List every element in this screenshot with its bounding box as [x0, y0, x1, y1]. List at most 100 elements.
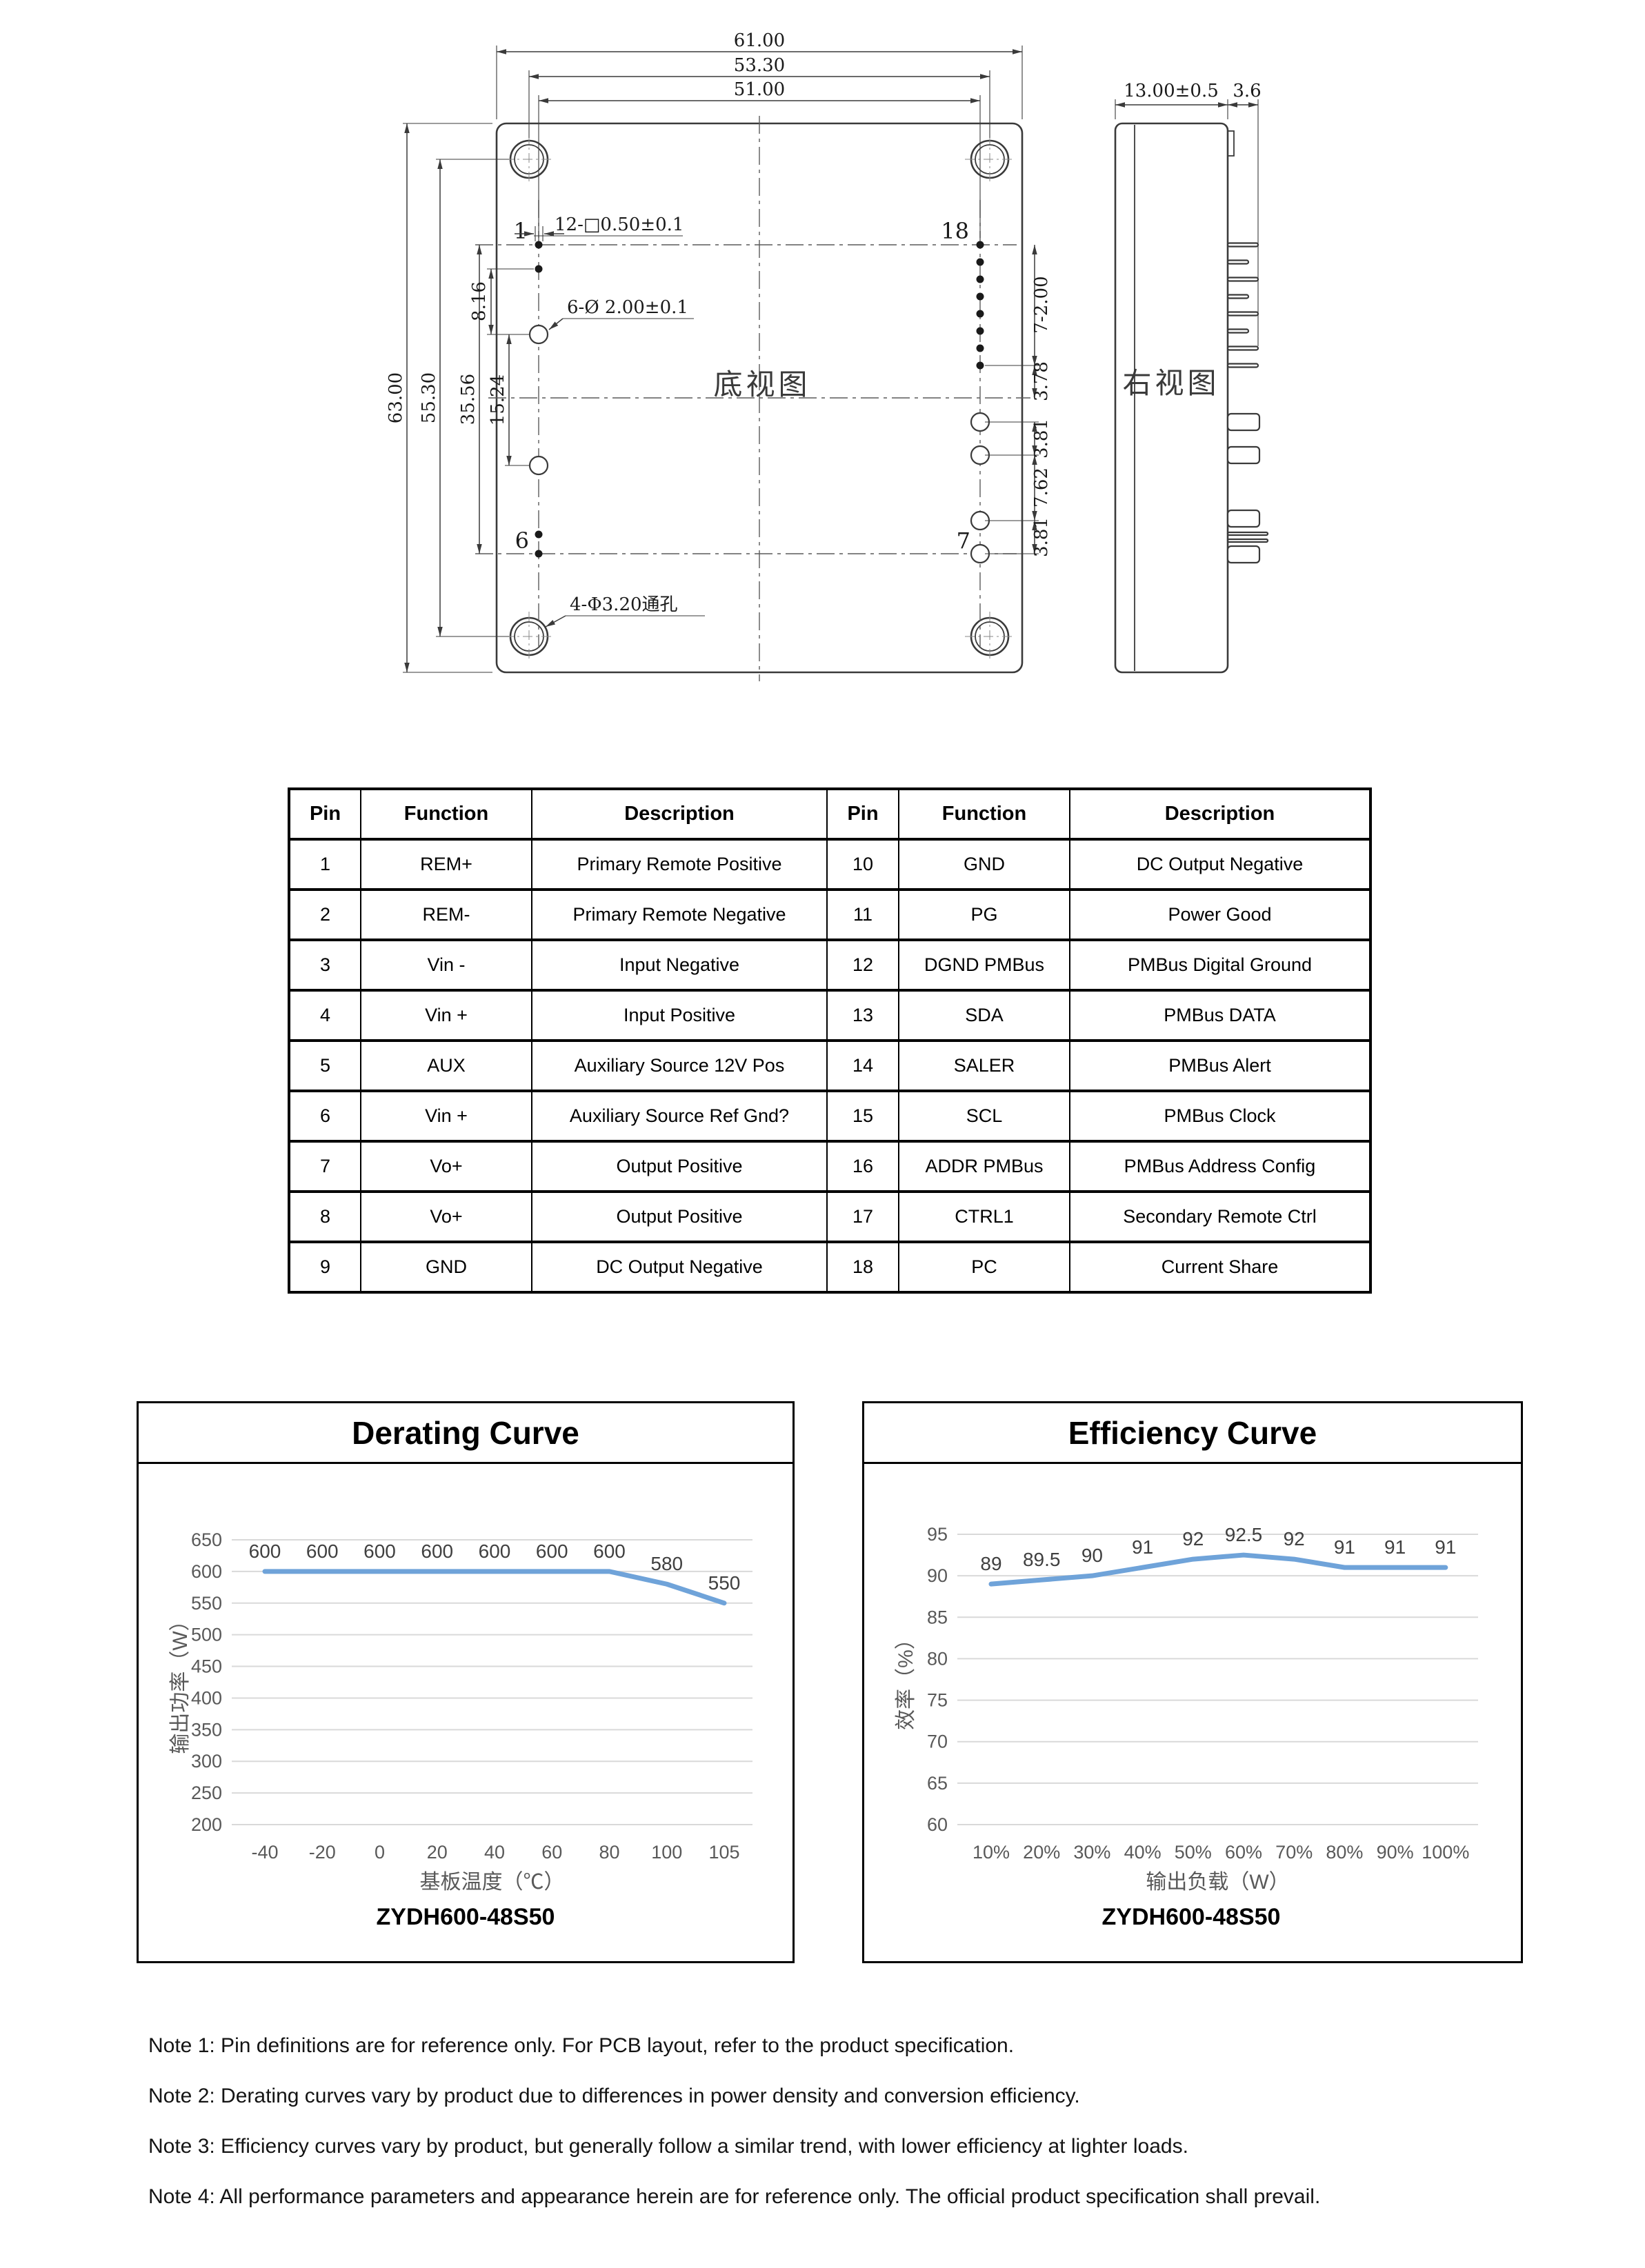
chart-caption: ZYDH600-48S50 — [377, 1904, 555, 1930]
y-tick-label: 95 — [927, 1524, 948, 1545]
x-tick-label: 0 — [375, 1842, 385, 1863]
note-1: Note 1: Pin definitions are for referenc… — [148, 2034, 1015, 2057]
column-header: Pin — [288, 787, 361, 841]
table-cell: SDA — [898, 989, 1070, 1042]
side-dimensions: 13.00±0.5 3.6 — [1115, 81, 1262, 346]
table-cell: Vo+ — [360, 1140, 532, 1193]
table-cell: SALER — [898, 1039, 1070, 1092]
data-label: 91 — [1334, 1536, 1355, 1558]
dim-3-81b: 3.81 — [1031, 517, 1052, 557]
table-cell: 3 — [288, 939, 361, 992]
annotation-pads: 12-□0.50±0.1 — [515, 214, 684, 241]
data-label: 92.5 — [1225, 1524, 1263, 1545]
right-pin-column — [970, 241, 990, 564]
x-tick-label: 40% — [1124, 1842, 1162, 1863]
top-tab — [1227, 130, 1235, 157]
right-view-label: 右视图 — [1122, 366, 1219, 400]
pad-size-annotation: 12-□0.50±0.1 — [555, 214, 684, 235]
table-cell: GND — [360, 1241, 532, 1294]
column-header: Pin — [826, 787, 899, 841]
column-header: Description — [1069, 787, 1371, 841]
dim-7x2: 7-2.00 — [1031, 276, 1052, 333]
note-2: Note 2: Derating curves vary by product … — [148, 2085, 1080, 2107]
mounting-hole — [965, 134, 1015, 184]
x-tick-label: 100 — [651, 1842, 682, 1863]
dim-51: 51.00 — [734, 79, 785, 100]
efficiency-curve-title: Efficiency Curve — [864, 1403, 1521, 1464]
table-cell: 15 — [826, 1090, 899, 1143]
notes-section: Note 1: Pin definitions are for referenc… — [148, 2020, 1320, 2222]
y-tick-label: 600 — [191, 1561, 222, 1582]
y-tick-label: 550 — [191, 1593, 222, 1614]
table-cell: SCL — [898, 1090, 1070, 1143]
y-axis-label: 效率（%） — [895, 1629, 917, 1730]
x-tick-label: 105 — [708, 1842, 739, 1863]
x-tick-label: 50% — [1175, 1842, 1212, 1863]
table-cell: Input Positive — [531, 989, 828, 1042]
table-cell: 6 — [288, 1090, 361, 1143]
table-cell: Output Positive — [531, 1190, 828, 1243]
y-tick-label: 350 — [191, 1719, 222, 1740]
y-tick-label: 60 — [927, 1814, 948, 1835]
table-cell: 5 — [288, 1039, 361, 1092]
x-tick-label: 90% — [1377, 1842, 1414, 1863]
table-cell: Auxiliary Source Ref Gnd? — [531, 1090, 828, 1143]
table-cell: 18 — [826, 1241, 899, 1294]
table-cell: DGND PMBus — [898, 939, 1070, 992]
table-cell: REM+ — [360, 838, 532, 891]
data-label: 91 — [1435, 1536, 1456, 1558]
mounting-hole — [965, 612, 1015, 661]
table-cell: PMBus Clock — [1069, 1090, 1371, 1143]
table-cell: Input Negative — [531, 939, 828, 992]
x-tick-label: -20 — [309, 1842, 336, 1863]
y-tick-label: 400 — [191, 1687, 222, 1708]
table-cell: 4 — [288, 989, 361, 1042]
series-line — [988, 1552, 1448, 1587]
dim-13: 13.00±0.5 — [1124, 81, 1219, 101]
table-cell: Current Share — [1069, 1241, 1371, 1294]
data-label: 600 — [306, 1541, 339, 1562]
dim-53-30: 53.30 — [734, 55, 785, 76]
table-cell: 14 — [826, 1039, 899, 1092]
table-cell: GND — [898, 838, 1070, 891]
dim-63: 63.00 — [386, 372, 406, 423]
data-label: 92 — [1284, 1528, 1305, 1549]
table-cell: PMBus DATA — [1069, 989, 1371, 1042]
y-tick-label: 75 — [927, 1690, 948, 1711]
data-label: 600 — [249, 1541, 281, 1562]
table-cell: 1 — [288, 838, 361, 891]
derating-curve-title: Derating Curve — [139, 1403, 792, 1464]
x-tick-label: 100% — [1422, 1842, 1469, 1863]
table-cell: Vin - — [360, 939, 532, 992]
x-tick-label: 80% — [1326, 1842, 1363, 1863]
dim-35-56: 35.56 — [458, 374, 479, 425]
table-cell: 11 — [826, 888, 899, 941]
right-dimensions: 7-2.00 3.78 3.81 7.62 3.81 — [985, 245, 1052, 557]
data-label: 550 — [708, 1572, 741, 1594]
data-label: 600 — [363, 1541, 396, 1562]
data-label: 580 — [650, 1553, 683, 1574]
pin-callout-7: 7 — [957, 528, 970, 554]
table-cell: ADDR PMBus — [898, 1140, 1070, 1193]
table-cell: 16 — [826, 1140, 899, 1193]
y-tick-label: 500 — [191, 1625, 222, 1645]
y-tick-label: 450 — [191, 1656, 222, 1677]
dim-15-24: 15.24 — [488, 374, 508, 425]
y-tick-label: 85 — [927, 1607, 948, 1627]
y-axis-label: 输出功率（W） — [169, 1610, 192, 1754]
table-cell: Vo+ — [360, 1190, 532, 1243]
x-tick-label: 80 — [599, 1842, 619, 1863]
efficiency-chart: 959085807570656010%20%30%40%50%60%70%80%… — [895, 1524, 1478, 1930]
x-axis-label: 输出负载（W） — [1146, 1871, 1289, 1894]
table-cell: PMBus Digital Ground — [1069, 939, 1371, 992]
data-label: 600 — [421, 1541, 453, 1562]
mechanical-drawing: 1 18 6 7 61.00 53.30 51.00 63.00 — [386, 30, 1269, 681]
y-tick-label: 65 — [927, 1773, 948, 1794]
